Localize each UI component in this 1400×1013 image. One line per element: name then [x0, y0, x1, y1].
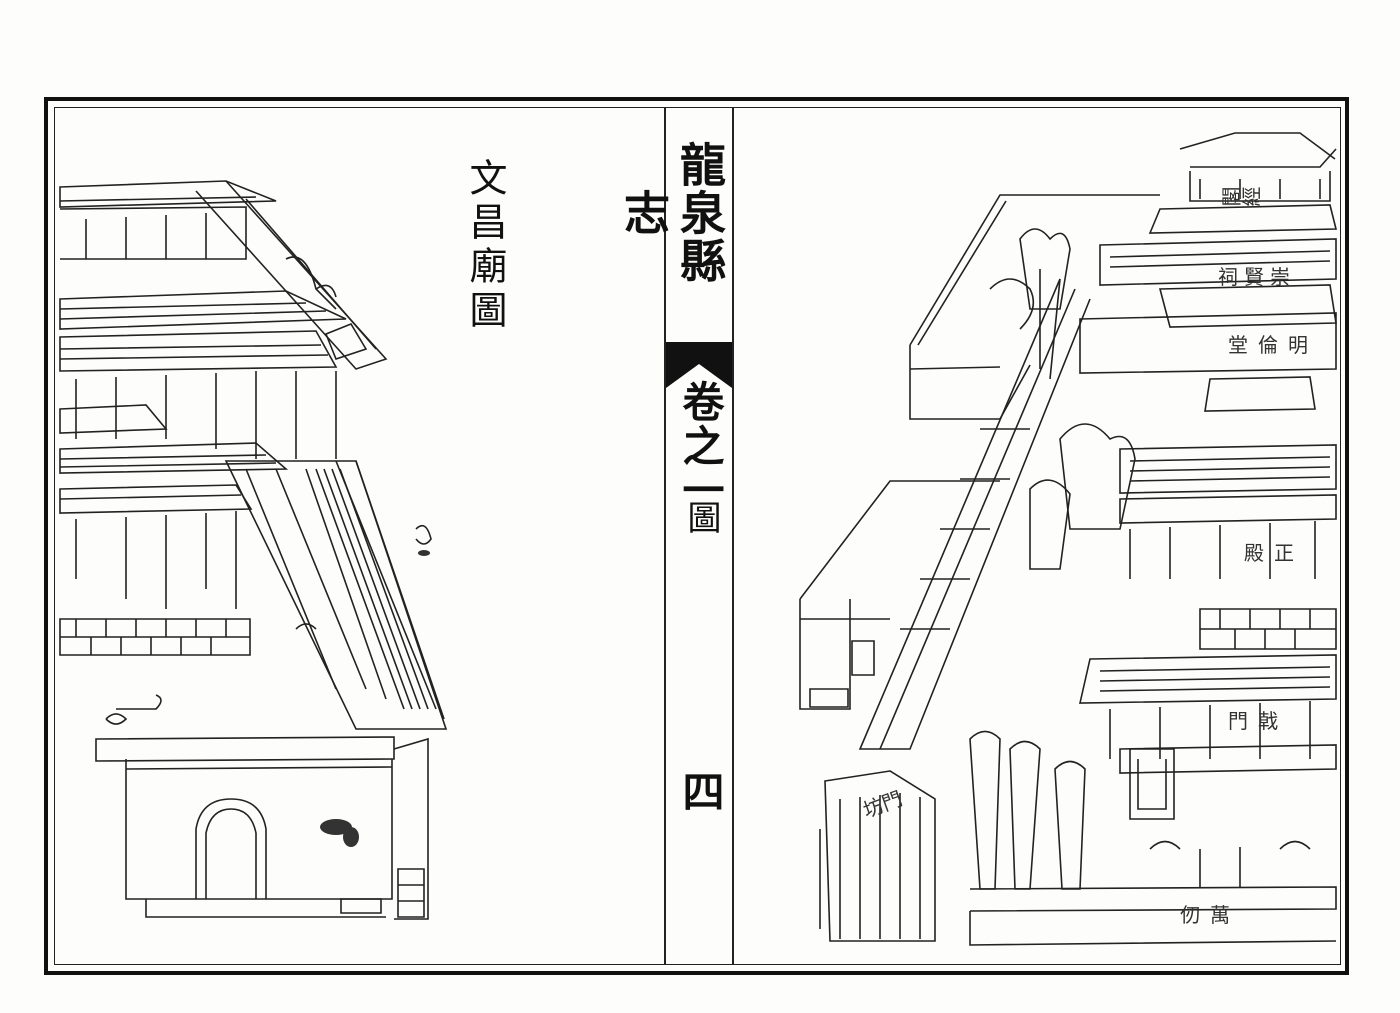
plate-title: 文昌廟圖: [463, 158, 507, 334]
label-pavilion: 閣經: [1221, 186, 1261, 210]
center-column: [664, 107, 734, 965]
label-main-hall: 殿正: [1244, 541, 1304, 565]
folio-number: 四: [676, 770, 725, 812]
outer-border: [44, 97, 1349, 975]
label-hall: 堂倫明: [1228, 333, 1318, 357]
inner-border: [54, 107, 1341, 965]
chapter-number: 卷之一: [676, 380, 725, 512]
book-title: 龍泉縣志: [617, 141, 727, 285]
fish-tail-ornament: [666, 342, 732, 388]
temple-illustration-left: [56, 109, 456, 921]
label-gate: 門戟: [1228, 709, 1288, 733]
label-shrine: 祠賢崇: [1218, 265, 1296, 289]
label-wall: 仞萬: [1180, 903, 1240, 927]
temple-illustration-right: [740, 109, 1338, 961]
chapter-section: 圖: [681, 500, 721, 534]
